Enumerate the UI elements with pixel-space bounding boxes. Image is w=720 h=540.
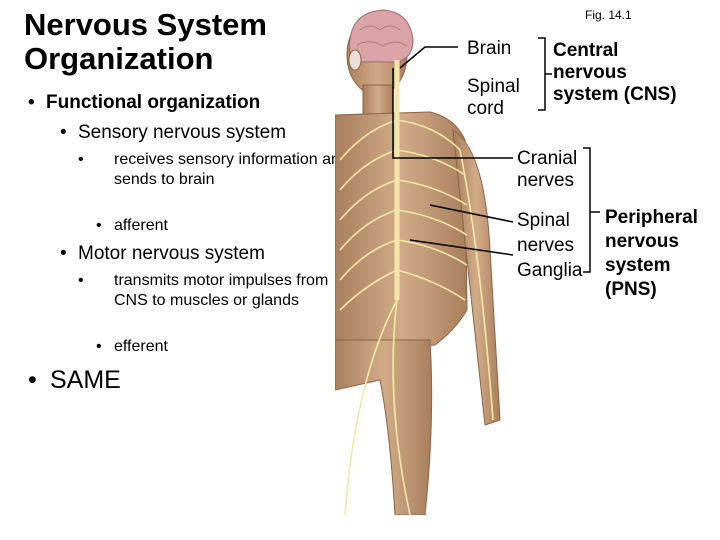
peripheral-nerves <box>339 119 494 515</box>
label-spinal-cord: Spinal cord <box>467 76 520 120</box>
bullet-same: •SAME <box>28 366 121 394</box>
label-spinal-cord-line-2: cord <box>467 98 504 119</box>
bullet-text: SAME <box>50 366 121 394</box>
title-line-2: Organization <box>24 41 214 76</box>
label-cns-line-1: Central <box>553 40 619 61</box>
label-pns-line-2: nervous <box>605 231 679 252</box>
bullet-text: transmits motor impulses from CNS to mus… <box>114 272 329 309</box>
label-ganglia: Ganglia <box>517 260 583 281</box>
bullet-text: efferent <box>114 338 168 355</box>
bullet-sensory-sub-1: •receives sensory information and sends … <box>78 151 349 188</box>
bullet-text: Sensory nervous system <box>78 122 287 143</box>
label-cns-line-2: nervous <box>553 62 627 83</box>
label-cranial-line-2: nerves <box>517 170 575 191</box>
bullet-motor-system: •Motor nervous system <box>60 243 265 264</box>
slide-title: Nervous System Organization <box>24 8 267 76</box>
bullet-sensory-system: •Sensory nervous system <box>60 122 287 143</box>
label-spinal-cord-line-1: Spinal <box>467 76 520 97</box>
nervous-system-figure <box>335 9 501 515</box>
label-cranial-nerves: Cranial nerves <box>517 148 577 192</box>
bullet-sensory-sub-2: •afferent <box>96 217 168 234</box>
bullet-motor-sub-1: •transmits motor impulses from CNS to mu… <box>78 272 329 309</box>
bullet-text: Functional organization <box>46 92 261 113</box>
bullet-text: receives sensory information and sends t… <box>114 151 349 188</box>
label-spinal-nerves-line-2: nerves <box>517 235 575 256</box>
label-pns-line-4: (PNS) <box>605 279 657 300</box>
label-pns-line-3: system <box>605 255 671 276</box>
label-spinal-nerves-ganglia: Spinal nerves Ganglia <box>517 208 583 283</box>
label-cns-line-3: system (CNS) <box>553 84 677 105</box>
label-spinal-nerves-line-1: Spinal <box>517 210 570 231</box>
bullet-text: afferent <box>114 217 168 234</box>
figure-number: Fig. 14.1 <box>585 8 632 22</box>
label-cranial-line-1: Cranial <box>517 148 578 169</box>
label-pns-line-1: Peripheral <box>605 207 698 228</box>
bullet-text: Motor nervous system <box>78 243 265 264</box>
title-line-1: Nervous System <box>24 7 267 42</box>
label-cns: Central nervous system (CNS) <box>553 40 677 106</box>
label-pns: Peripheral nervous system (PNS) <box>605 206 698 302</box>
bullet-functional-organization: •Functional organization <box>28 92 261 113</box>
label-brain: Brain <box>467 38 512 59</box>
bullet-motor-sub-2: •efferent <box>96 338 168 355</box>
